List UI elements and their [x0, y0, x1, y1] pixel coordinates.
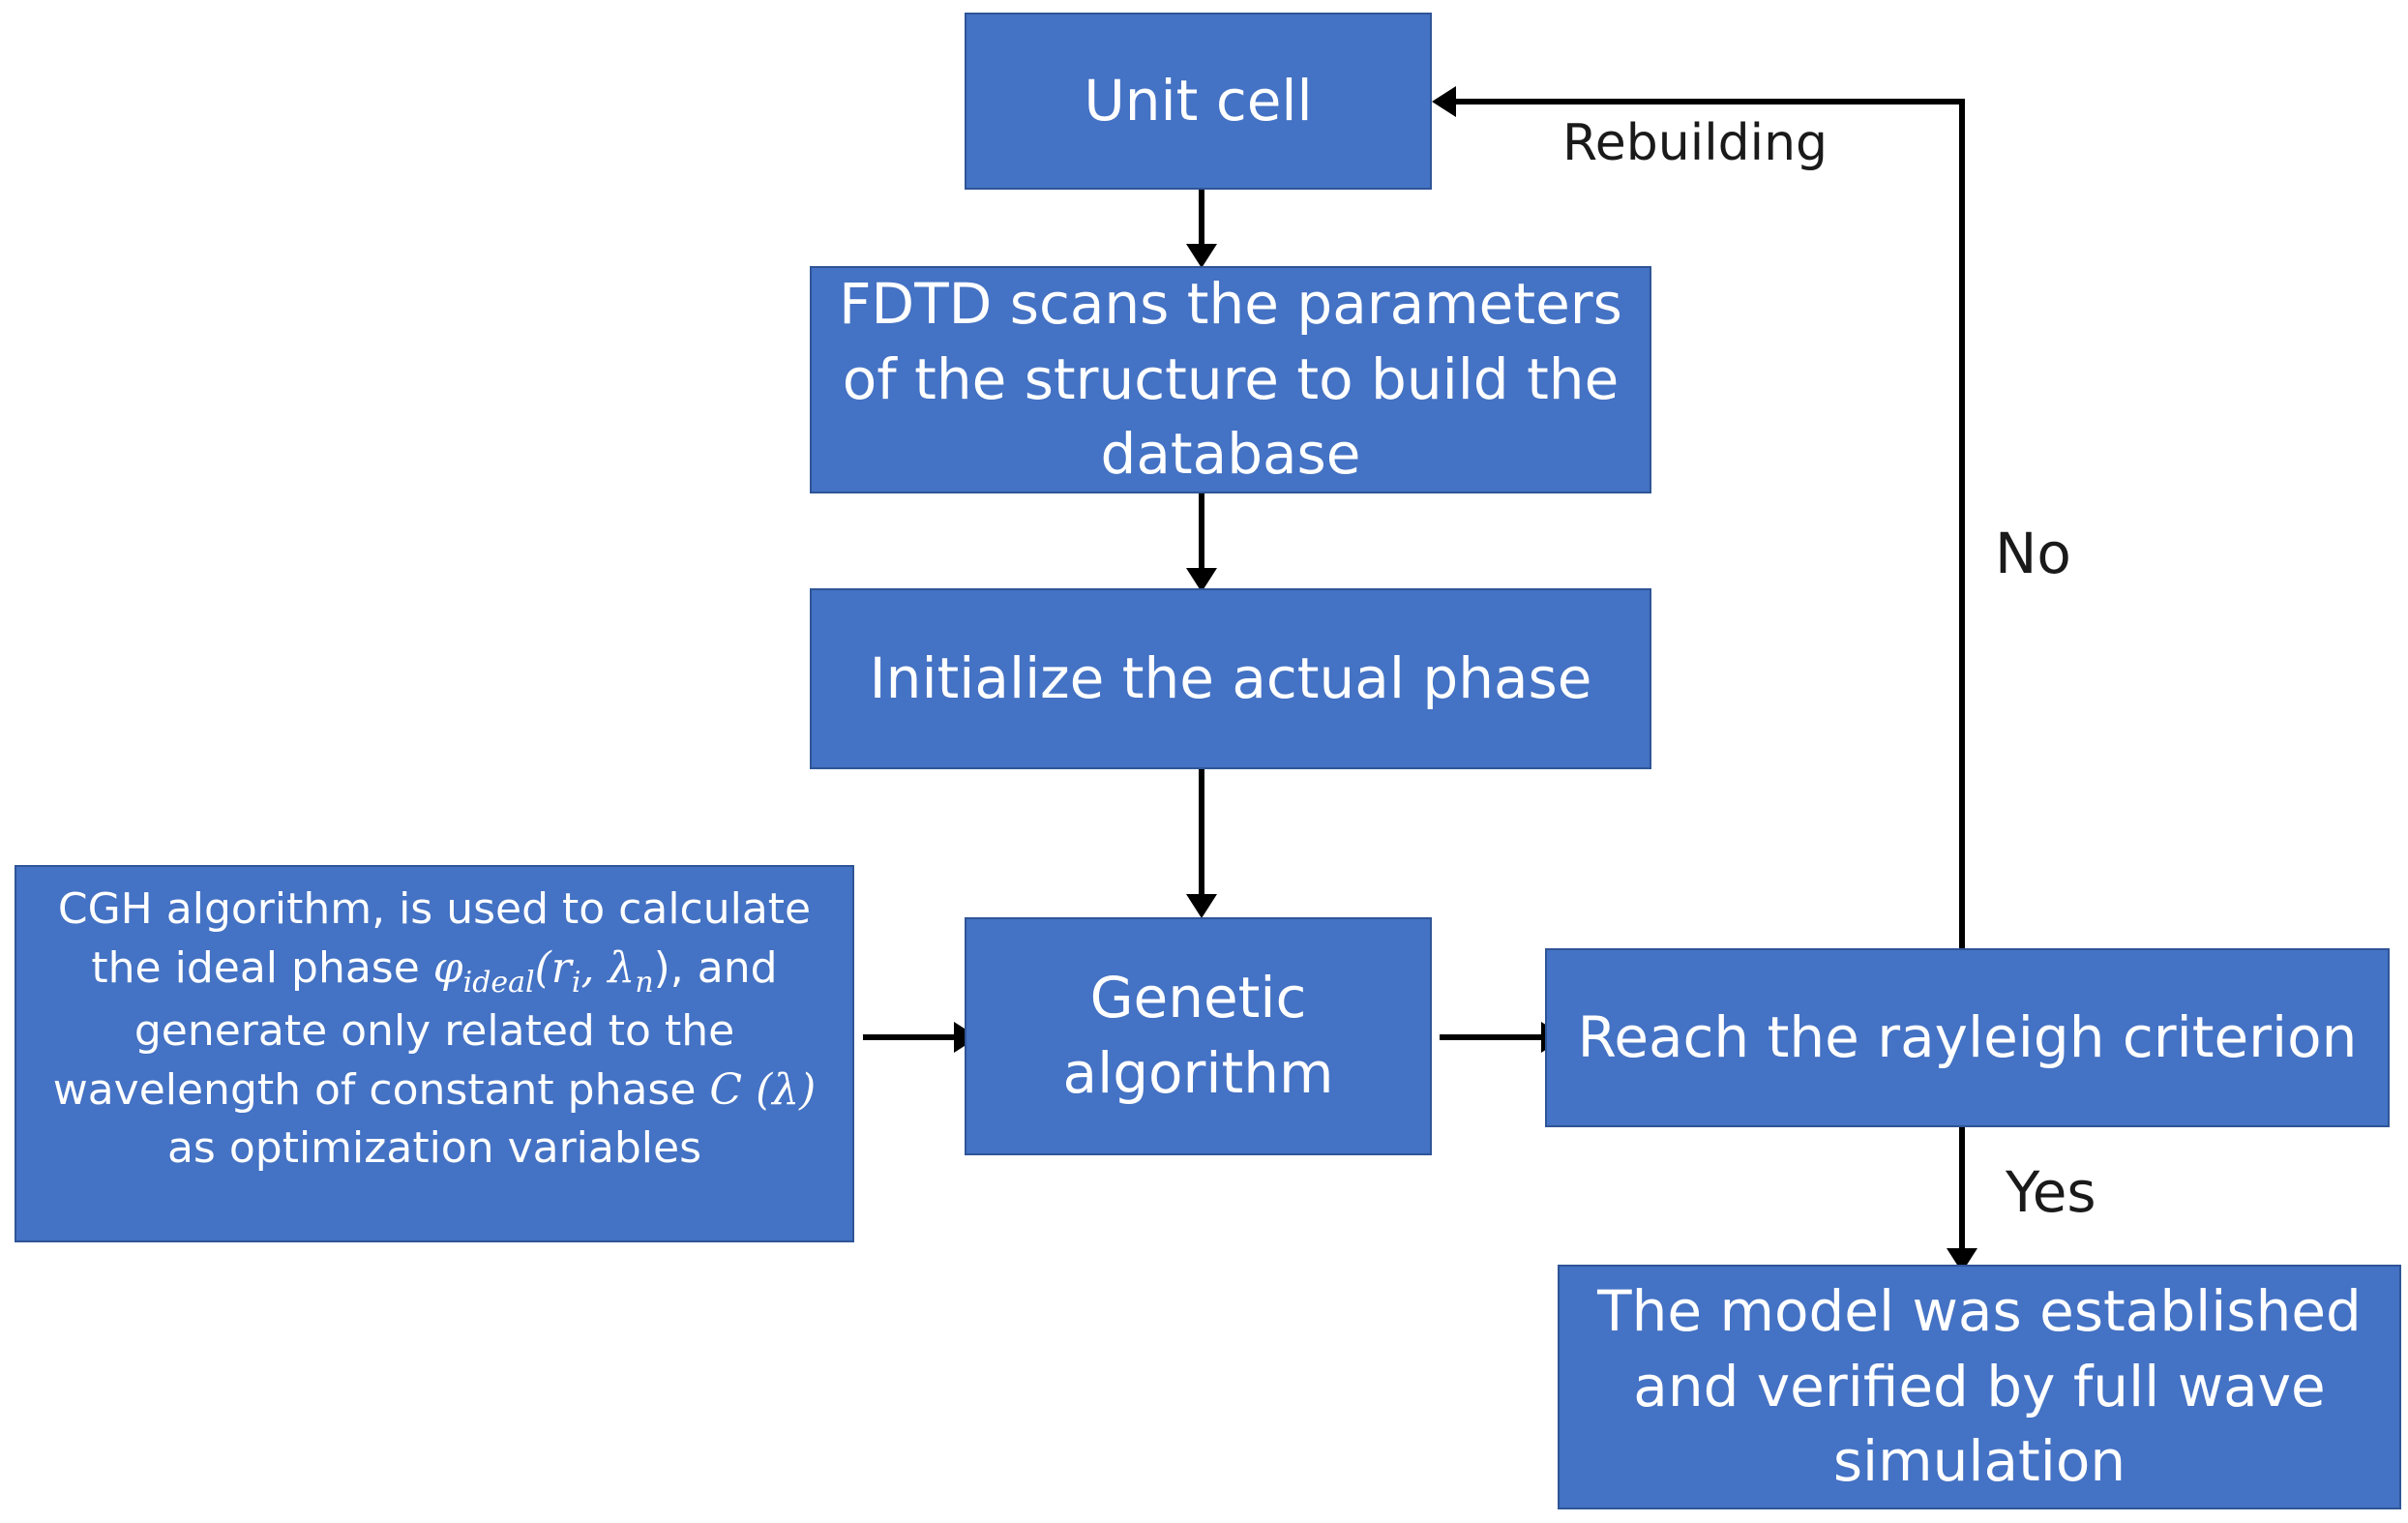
cgh-algorithm-node: CGH algorithm, is used to calculate the … — [15, 865, 854, 1242]
arrowhead-feedback-to-unit-cell — [1432, 86, 1456, 117]
connector-cgh-to-genetic — [863, 1034, 960, 1040]
yes-label: Yes — [2006, 1159, 2096, 1225]
connector-genetic-to-rayleigh — [1440, 1034, 1546, 1040]
unit-cell-node: Unit cell — [965, 13, 1432, 190]
i-subscript: i — [571, 965, 581, 1000]
connector-unit-to-fdtd — [1199, 189, 1204, 247]
args-comma: , λ — [580, 942, 636, 993]
connector-feedback-horizontal — [1451, 99, 1965, 105]
cgh-line-3: generate only related to the — [134, 1005, 735, 1056]
c-lambda: C (λ) — [709, 1064, 817, 1115]
initialize-phase-label: Initialize the actual phase — [869, 644, 1592, 711]
cgh-line-4-prefix: wavelength of constant phase — [52, 1064, 710, 1115]
fdtd-scan-node: FDTD scans the parameters of the structu… — [810, 266, 1651, 493]
arrowhead-to-genetic-top — [1186, 894, 1217, 918]
model-established-label: The model was established and verified b… — [1597, 1277, 2362, 1495]
connector-rayleigh-to-model — [1959, 1127, 1965, 1253]
model-established-node: The model was established and verified b… — [1558, 1265, 2401, 1509]
args-close: ), and — [653, 942, 778, 993]
cgh-line-1: CGH algorithm, is used to calculate — [57, 884, 812, 934]
n-subscript: n — [635, 965, 654, 1000]
phi-symbol: φ — [432, 942, 463, 993]
connector-feedback-vertical — [1959, 99, 1965, 948]
args-open: (r — [534, 942, 572, 993]
connector-fdtd-to-init — [1199, 493, 1204, 573]
connector-init-to-genetic — [1199, 769, 1204, 899]
unit-cell-label: Unit cell — [1084, 67, 1313, 134]
ideal-subscript: ideal — [462, 965, 535, 1000]
arrowhead-to-model — [1947, 1248, 1977, 1272]
rayleigh-criterion-label: Reach the rayleigh criterion — [1577, 1003, 2358, 1070]
genetic-algorithm-label: Genetic algorithm — [1062, 965, 1334, 1106]
arrowhead-to-init — [1186, 568, 1217, 592]
cgh-line-2-prefix: the ideal phase — [91, 942, 433, 993]
arrowhead-to-fdtd — [1186, 244, 1217, 268]
cgh-line-5: as optimization variables — [166, 1123, 702, 1174]
initialize-phase-node: Initialize the actual phase — [810, 588, 1651, 769]
rayleigh-criterion-node: Reach the rayleigh criterion — [1545, 948, 2390, 1127]
rebuilding-label: Rebuilding — [1562, 114, 1828, 172]
cgh-algorithm-label: CGH algorithm, is used to calculate the … — [30, 881, 840, 1179]
fdtd-scan-label: FDTD scans the parameters of the structu… — [839, 270, 1622, 488]
no-label: No — [1995, 521, 2071, 586]
genetic-algorithm-node: Genetic algorithm — [965, 917, 1432, 1155]
